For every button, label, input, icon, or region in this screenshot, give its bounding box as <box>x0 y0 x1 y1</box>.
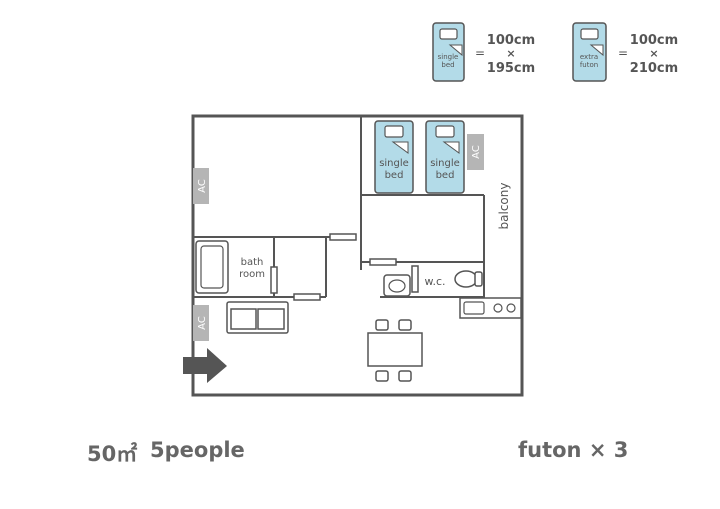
ac-unit-left-top: AC <box>193 168 209 204</box>
legend-single-bed-length: 195cm <box>487 61 535 76</box>
area-text: 50㎡ <box>87 442 138 466</box>
wash-basin-icon <box>383 274 411 297</box>
bed-2-label-1: single <box>430 158 460 169</box>
legend-single-bed-icon-label-2: bed <box>441 61 454 69</box>
single-bed-2: single bed <box>425 120 465 194</box>
kitchen-counter <box>459 297 522 319</box>
ac-left-top-label: AC <box>197 179 208 193</box>
chair <box>398 370 412 382</box>
ac-unit-bedroom: AC <box>467 134 484 170</box>
legend-extra-futon-equals: = <box>618 46 628 60</box>
door-bath <box>270 266 278 294</box>
toilet-icon <box>454 270 483 288</box>
legend-extra-futon-width: 100cm <box>630 33 678 48</box>
chair <box>375 370 389 382</box>
dining-set <box>367 319 423 382</box>
single-bed-1: single bed <box>374 120 414 194</box>
ac-bedroom-label: AC <box>471 145 482 159</box>
interior-walls <box>193 116 485 298</box>
bed-2-label-2: bed <box>436 170 455 181</box>
bath-label-1: bath <box>241 257 264 268</box>
door-washroom <box>293 293 321 301</box>
legend-single-bed-width: 100cm <box>487 33 535 48</box>
doors <box>270 233 419 301</box>
legend-single-bed: single bed = 100cm × 195cm <box>432 22 535 82</box>
legend-extra-futon-times: × <box>649 47 658 60</box>
bath-label-2: room <box>239 269 265 280</box>
ac-left-bottom-label: AC <box>197 316 208 330</box>
people-text: 5people <box>150 438 245 462</box>
single-bed-icon <box>432 22 465 82</box>
chair <box>375 319 389 331</box>
bed-1-label-2: bed <box>385 170 404 181</box>
entrance-arrow-icon <box>183 348 227 383</box>
sofa-icon <box>226 301 289 334</box>
legend-single-bed-icon-label-1: single <box>438 53 459 61</box>
legend-extra-futon-length: 210cm <box>630 61 678 76</box>
door-wc <box>369 258 397 266</box>
wc-label: w.c. <box>424 275 445 288</box>
bathtub-icon <box>195 240 229 294</box>
outer-wall <box>191 114 524 397</box>
legend-extra-futon-icon-label-1: extra <box>580 53 598 61</box>
futon-count-text: futon × 3 <box>518 438 629 462</box>
sink-icon <box>463 301 485 315</box>
stove-icon <box>493 303 516 313</box>
door-bedroom <box>329 233 357 241</box>
legend-extra-futon-icon-label-2: futon <box>580 61 598 69</box>
bed-1-label-1: single <box>379 158 409 169</box>
legend-single-bed-equals: = <box>475 46 485 60</box>
legend-single-bed-times: × <box>506 47 515 60</box>
legend-extra-futon: extra futon = 100cm × 210cm <box>572 22 678 82</box>
ac-unit-left-bottom: AC <box>193 305 209 341</box>
door-wc-inner <box>411 265 419 293</box>
chair <box>398 319 412 331</box>
extra-futon-icon <box>572 22 607 82</box>
dining-table <box>367 332 423 367</box>
balcony-label: balcony <box>497 183 511 230</box>
